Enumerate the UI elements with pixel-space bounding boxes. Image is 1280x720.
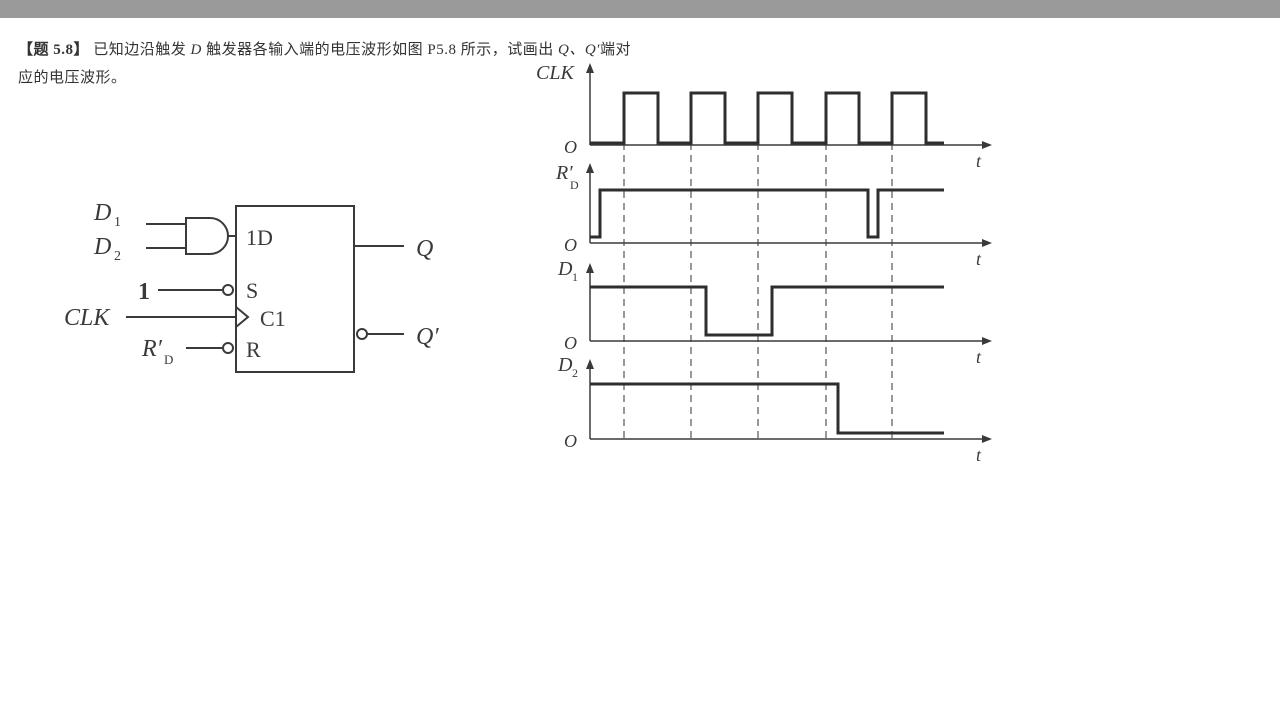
waveform-diagram: CLK O t R′ D O t D 1 O t D 2 O t [536,62,992,465]
d2-signal-subscript: 2 [572,366,578,380]
and-gate [185,217,229,255]
rd-waveform [590,188,944,239]
rd-waveform-panel: R′ D O t [555,162,992,269]
pin-r-label: R [246,337,261,362]
d1-voltage-arrow [586,263,594,273]
clock-edge-guides [623,95,893,443]
r-inversion-bubble [222,342,234,354]
d1-signal-label: D [557,258,573,280]
pin-s-label: S [246,278,258,303]
rd-origin-label: O [564,235,577,255]
top-bar [0,0,1280,18]
q-output-label: Q [416,236,433,262]
rd-label: R′ [141,336,163,362]
flip-flop-box [235,205,355,373]
rd-voltage-arrow [586,163,594,173]
d-symbol: D [190,42,202,58]
problem-text-2: 触发器各输入端的电压波形如图 P5.8 所示，试画出 [201,42,558,58]
clk-time-label: t [976,151,982,171]
clock-edge-triangle [235,306,250,328]
d1-origin-label: O [564,333,577,353]
qprime-inversion-bubble [356,328,368,340]
problem-text-3: 端对 [599,42,631,58]
d2-axis-arrow [982,435,992,443]
d2-waveform-panel: D 2 O t [557,354,992,465]
rd-signal-label: R′ [555,162,573,184]
rd-signal-subscript: D [570,178,579,192]
d2-origin-label: O [564,431,577,451]
clk-label: CLK [64,305,111,331]
pin-1d-label: 1D [246,225,273,250]
problem-text-line2: 应的电压波形。 [18,70,127,86]
d1-subscript: 1 [114,215,121,230]
problem-statement: 【题 5.8】 已知边沿触发 D 触发器各输入端的电压波形如图 P5.8 所示，… [18,36,818,92]
clk-axis-arrow [982,141,992,149]
rd-subscript: D [164,352,173,367]
d2-signal-label: D [557,354,573,376]
problem-number: 【题 5.8】 [18,42,90,58]
problem-text-1: 已知边沿触发 [93,42,191,58]
clk-waveform [590,91,944,145]
d2-time-label: t [976,445,982,465]
clk-origin-label: O [564,137,577,157]
d2-subscript: 2 [114,249,121,264]
flip-flop-circuit-diagram: D 1 D 2 1 CLK R′ D 1D S C1 R Q Q′ [64,200,439,373]
d1-waveform [590,285,944,337]
d1-waveform-panel: D 1 O t [557,258,992,367]
s-input-value: 1 [138,279,150,305]
clk-voltage-arrow [586,63,594,73]
d2-waveform [590,382,944,435]
clk-waveform-panel: CLK O t [536,62,992,171]
rd-axis-arrow [982,239,992,247]
d2-label: D [93,234,111,260]
d1-label: D [93,200,111,226]
q-symbols: Q、Q′ [557,42,600,58]
s-inversion-bubble [222,284,234,296]
d1-signal-subscript: 1 [572,270,578,284]
qprime-output-label: Q′ [416,324,439,350]
pin-c1-label: C1 [260,306,286,331]
d2-voltage-arrow [586,359,594,369]
d1-axis-arrow [982,337,992,345]
clk-signal-label: CLK [536,62,575,84]
rd-time-label: t [976,249,982,269]
d1-time-label: t [976,347,982,367]
